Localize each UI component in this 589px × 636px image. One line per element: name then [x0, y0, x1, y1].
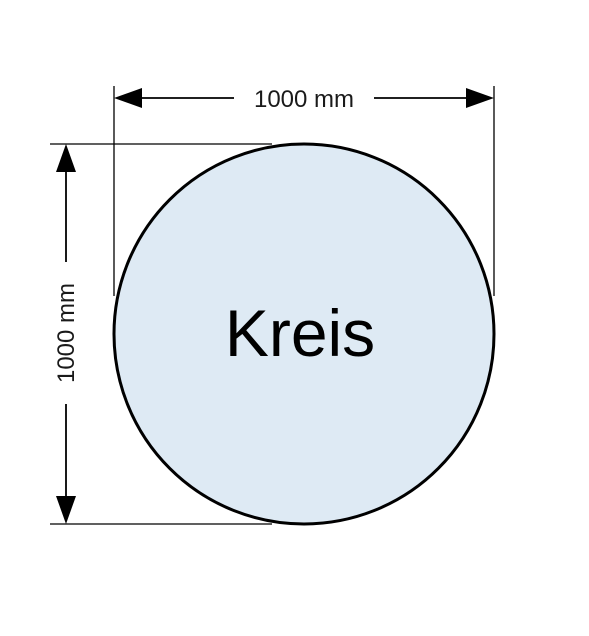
height-dimension-label: 1000 mm: [53, 283, 80, 383]
height-arrow-top-icon: [56, 144, 76, 172]
height-arrow-bottom-icon: [56, 496, 76, 524]
shape-label: Kreis: [225, 296, 375, 370]
circle-shape: [112, 142, 496, 526]
width-arrow-left-icon: [114, 88, 142, 108]
width-arrow-right-icon: [466, 88, 494, 108]
width-dimension-label: 1000 mm: [254, 86, 354, 113]
